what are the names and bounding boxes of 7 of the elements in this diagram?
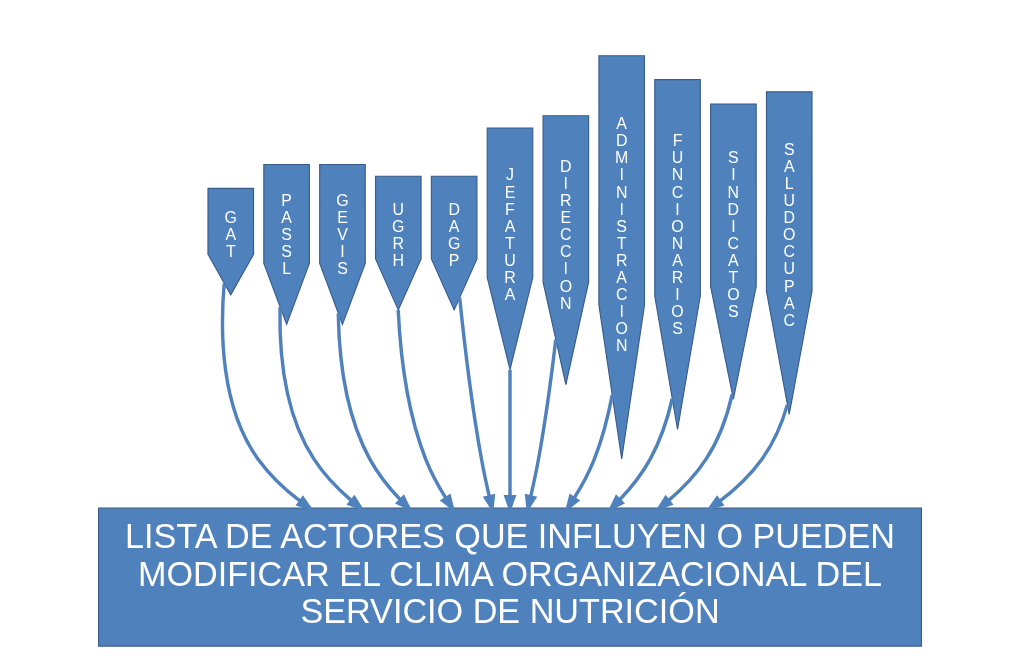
- arrow: [655, 393, 734, 512]
- arrow: [336, 313, 413, 512]
- arrow: [705, 404, 789, 512]
- node-box: LISTA DE ACTORES QUE INFLUYEN O PUEDEN MODIFICAR EL CLIMA ORGANIZACIONAL DEL SERVICIO DE NUTRICIÓN: [98, 507, 922, 647]
- arrow: [220, 283, 315, 512]
- arrow: [607, 398, 674, 512]
- arrow: [278, 307, 365, 512]
